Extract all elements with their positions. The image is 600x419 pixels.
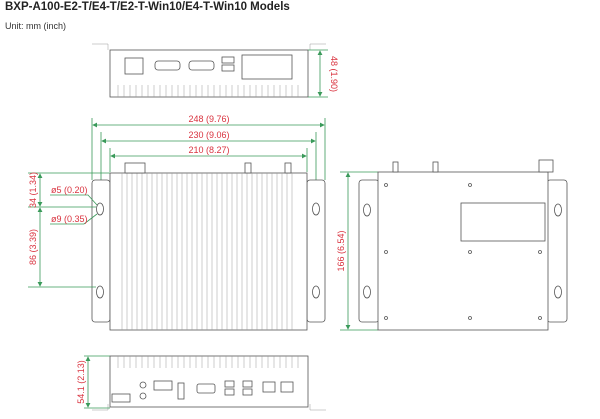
unit-label: Unit: mm (inch): [5, 21, 67, 31]
mounting-flange-right: [306, 179, 326, 323]
label-plate: [460, 202, 546, 242]
body-width-label: 210 (8.27): [188, 145, 229, 155]
overall-width-label: 248 (9.76): [188, 114, 229, 124]
lan-port: [280, 381, 294, 393]
front-height-label: 48 (1.90): [329, 56, 339, 92]
mounting-hole: [312, 202, 320, 216]
front-view: 48 (1.90): [92, 43, 339, 98]
usb-port: [221, 64, 235, 72]
small-hole-label: ø5 (0.20): [51, 185, 88, 195]
mounting-flange-left: [91, 179, 111, 323]
rear-view: 54.1 (2.13): [76, 355, 326, 411]
bottom-view: 166 (6.54): [336, 159, 568, 331]
page-title: BXP-A100-E2-T/E4-T/E2-T-Win10/E4-T-Win10…: [5, 1, 290, 13]
mounting-hole: [96, 202, 104, 216]
rear-height-label: 54.1 (2.13): [76, 360, 86, 404]
expansion-cover: [241, 54, 293, 80]
large-hole-label: ø9 (0.35): [51, 214, 88, 224]
hole-offset-label: 34 (1.34): [28, 172, 38, 208]
hdmi-port: [177, 382, 185, 400]
usb-port: [221, 56, 235, 64]
power-terminal: [153, 380, 173, 391]
vga-port: [196, 383, 216, 394]
hole-width-label: 230 (9.06): [188, 130, 229, 140]
top-view: 248 (9.76) 230 (9.06) 210 (8.27) 34 (1.3…: [28, 114, 326, 331]
mounting-hole: [312, 285, 320, 299]
mounting-hole: [96, 285, 104, 299]
depth-label: 166 (6.54): [336, 230, 346, 271]
serial-port-2: [188, 60, 215, 71]
terminal-connector: [124, 57, 144, 75]
hole-spacing-label: 86 (3.39): [28, 229, 38, 265]
serial-port-1: [154, 60, 181, 71]
lan-port: [262, 381, 276, 393]
